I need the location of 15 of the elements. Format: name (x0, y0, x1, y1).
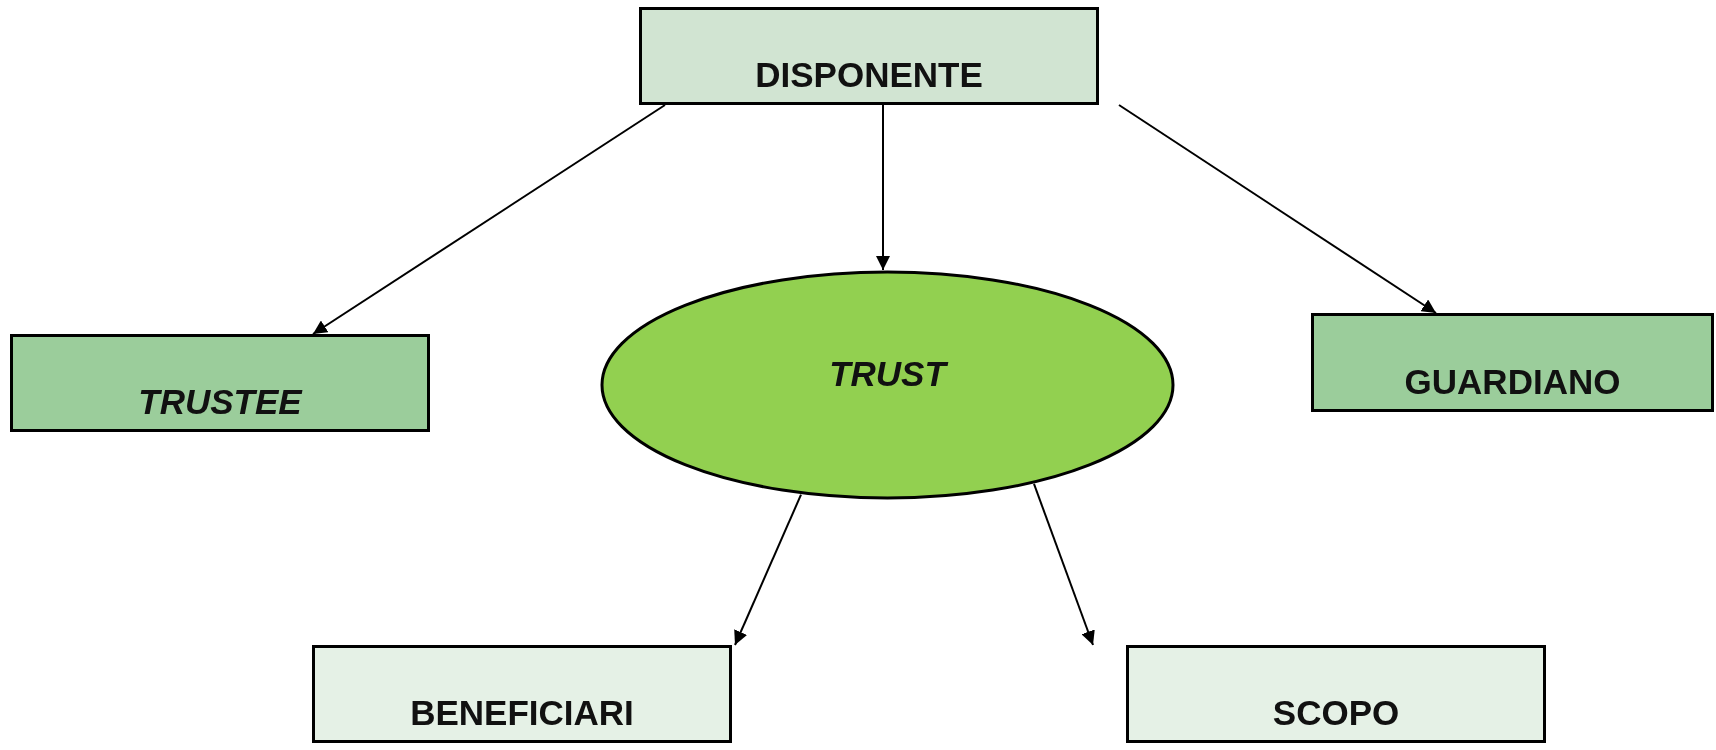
role-box (1126, 645, 1546, 743)
arrow (876, 104, 890, 271)
role-box (639, 7, 1099, 105)
node-label: DISPONENTE (755, 54, 983, 96)
arrow (1118, 104, 1437, 314)
arrow (734, 493, 802, 646)
arrow (312, 104, 666, 335)
arrow (1033, 482, 1095, 646)
role-box (1311, 313, 1714, 412)
role-box (312, 645, 732, 743)
node-label: BENEFICIARI (410, 692, 634, 734)
node-label: SCOPO (1272, 692, 1400, 734)
role-box (10, 334, 430, 432)
node-label: GUARDIANO (1404, 361, 1621, 403)
node-label: TRUSTEE (138, 381, 302, 423)
